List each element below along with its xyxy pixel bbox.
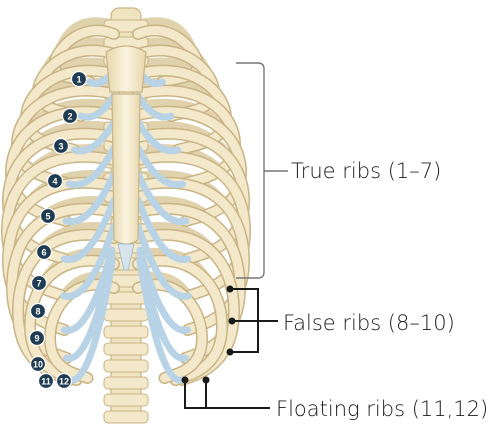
rib-number-9: 9 [34, 334, 39, 344]
true-ribs-label: True ribs (1–7) [291, 159, 441, 183]
vertebra [104, 394, 148, 406]
rib-number-10: 10 [33, 360, 43, 370]
vertebra [104, 360, 148, 372]
rib-number-6: 6 [41, 248, 46, 258]
vertebra [104, 292, 148, 304]
vertebra [104, 326, 148, 338]
floating-ribs-pointers [183, 378, 271, 409]
rib-number-5: 5 [45, 212, 50, 222]
rib-number-12: 12 [59, 377, 69, 387]
floating-ribs-label: Floating ribs (11,12) [276, 397, 488, 421]
rib-number-11: 11 [41, 377, 51, 387]
rib-number-4: 4 [52, 177, 57, 187]
vertebra [104, 343, 148, 355]
rib-number-7: 7 [36, 279, 41, 289]
vertebra [104, 309, 148, 321]
rib-number-8: 8 [35, 307, 40, 317]
vertebra [104, 377, 148, 389]
rib-number-1: 1 [76, 75, 81, 85]
rib-number-3: 3 [58, 142, 63, 152]
vertebra [104, 411, 148, 423]
rib-number-2: 2 [67, 112, 72, 122]
false-ribs-label: False ribs (8–10) [283, 311, 455, 335]
